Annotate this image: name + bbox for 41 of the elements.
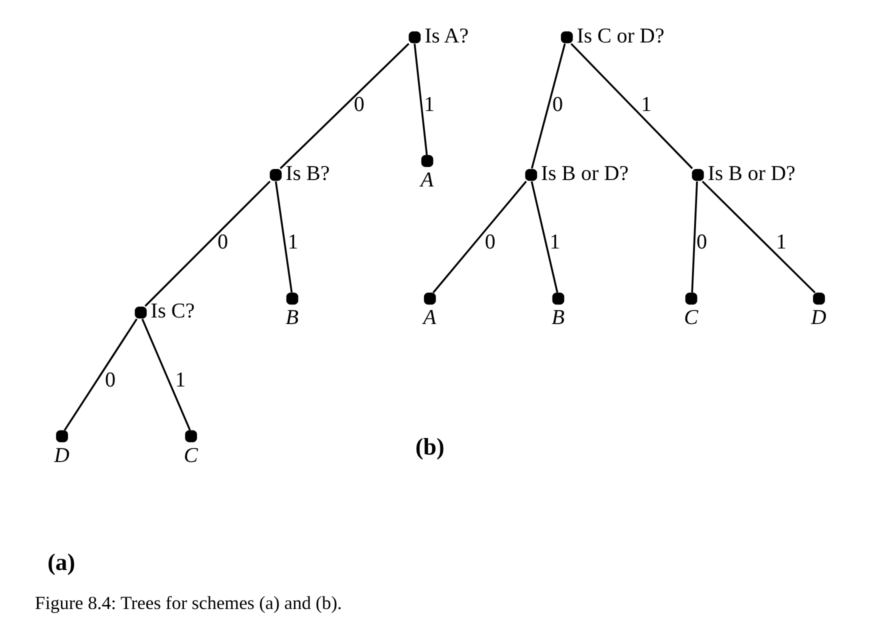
connector <box>530 43 566 169</box>
edge-label: 0 <box>354 92 364 116</box>
node-label: C <box>684 305 698 330</box>
node-label: Is B or D? <box>541 160 629 185</box>
node-label: Is C? <box>150 298 195 323</box>
edge-label: 0 <box>105 367 116 392</box>
node-label: Is B or D? <box>708 160 796 185</box>
node-label: Is C or D? <box>576 23 664 48</box>
connector <box>64 318 138 431</box>
node-label: C <box>184 442 198 467</box>
connector <box>691 181 698 293</box>
node-label: D <box>811 305 826 330</box>
connector <box>702 180 816 294</box>
node-label: Is B? <box>286 160 330 185</box>
connector <box>530 181 558 293</box>
edge-label: 0 <box>218 230 228 254</box>
edge-label: 0 <box>552 92 563 116</box>
connector <box>414 44 428 156</box>
edge-label: 1 <box>550 230 560 254</box>
edge-label: 1 <box>424 92 435 116</box>
connector <box>432 180 527 294</box>
node-label: B <box>286 305 299 330</box>
connector <box>280 43 410 170</box>
connector <box>570 43 693 170</box>
node-label: A <box>420 168 434 192</box>
edge-label: 1 <box>776 230 787 254</box>
node-label: A <box>423 305 436 330</box>
connector <box>141 318 191 431</box>
connector <box>144 180 271 307</box>
caption: Figure 8.4: Trees for schemes (a) and (b). <box>34 593 342 614</box>
connector <box>274 181 293 293</box>
node-label: Is A? <box>424 23 469 48</box>
edge-label: 1 <box>288 230 298 254</box>
edge-label: 1 <box>175 367 186 392</box>
edge-label: 0 <box>696 230 708 254</box>
node-label: D <box>54 442 70 467</box>
edge-label: 1 <box>640 92 652 116</box>
label: (a) <box>47 550 76 576</box>
node-label: B <box>552 305 565 330</box>
edge-label: 0 <box>484 230 496 254</box>
label: (b) <box>415 434 444 461</box>
